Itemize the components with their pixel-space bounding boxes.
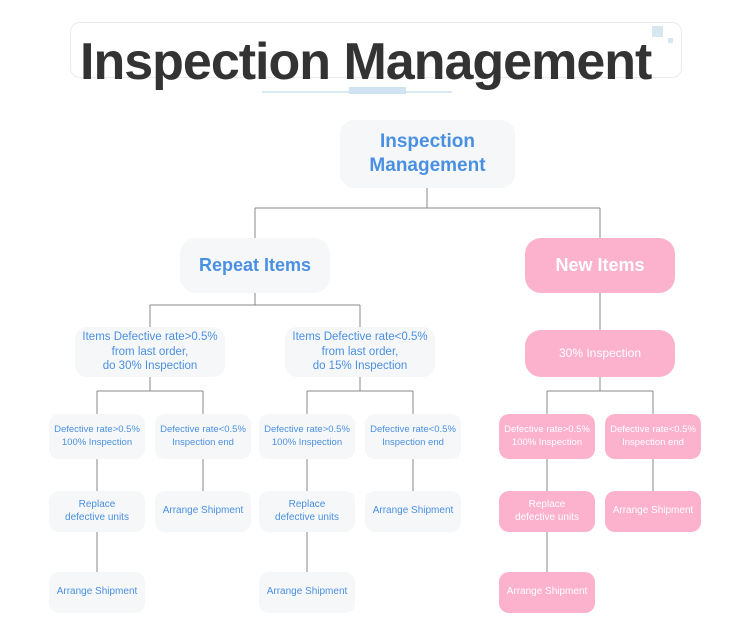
node-repeat-low-defective-gt[interactable]: Defective rate>0.5% 100% Inspection — [259, 414, 355, 459]
page-title: Inspection Management — [80, 33, 652, 91]
node-repeat-high-arrange-final[interactable]: Arrange Shipment — [49, 572, 145, 613]
node-repeat-high-defective-gt[interactable]: Defective rate>0.5% 100% Inspection — [49, 414, 145, 459]
node-new-arrange-final[interactable]: Arrange Shipment — [499, 572, 595, 613]
node-new-30-inspection[interactable]: 30% Inspection — [525, 330, 675, 377]
node-repeat-low-arrange-final[interactable]: Arrange Shipment — [259, 572, 355, 613]
node-new-replace[interactable]: Replace defective units — [499, 491, 595, 532]
node-repeat-low-arrange[interactable]: Arrange Shipment — [365, 491, 461, 532]
decor-square-small-icon — [668, 38, 673, 43]
title-card — [70, 22, 682, 78]
node-repeat-low-rate[interactable]: Items Defective rate<0.5% from last orde… — [285, 327, 435, 377]
node-repeat-high-replace[interactable]: Replace defective units — [49, 491, 145, 532]
node-repeat-high-rate[interactable]: Items Defective rate>0.5% from last orde… — [75, 327, 225, 377]
node-new-items[interactable]: New Items — [525, 238, 675, 293]
node-repeat-high-arrange[interactable]: Arrange Shipment — [155, 491, 251, 532]
decor-square-large-icon — [652, 26, 663, 37]
node-inspection-management[interactable]: Inspection Management — [340, 120, 515, 188]
node-repeat-items[interactable]: Repeat Items — [180, 238, 330, 293]
node-repeat-high-defective-lt[interactable]: Defective rate<0.5% Inspection end — [155, 414, 251, 459]
title-underline-accent — [349, 87, 406, 94]
node-repeat-low-replace[interactable]: Replace defective units — [259, 491, 355, 532]
node-new-defective-lt[interactable]: Defective rate<0.5% Inspection end — [605, 414, 701, 459]
node-repeat-low-defective-lt[interactable]: Defective rate<0.5% Inspection end — [365, 414, 461, 459]
node-new-arrange[interactable]: Arrange Shipment — [605, 491, 701, 532]
node-new-defective-gt[interactable]: Defective rate>0.5% 100% Inspection — [499, 414, 595, 459]
